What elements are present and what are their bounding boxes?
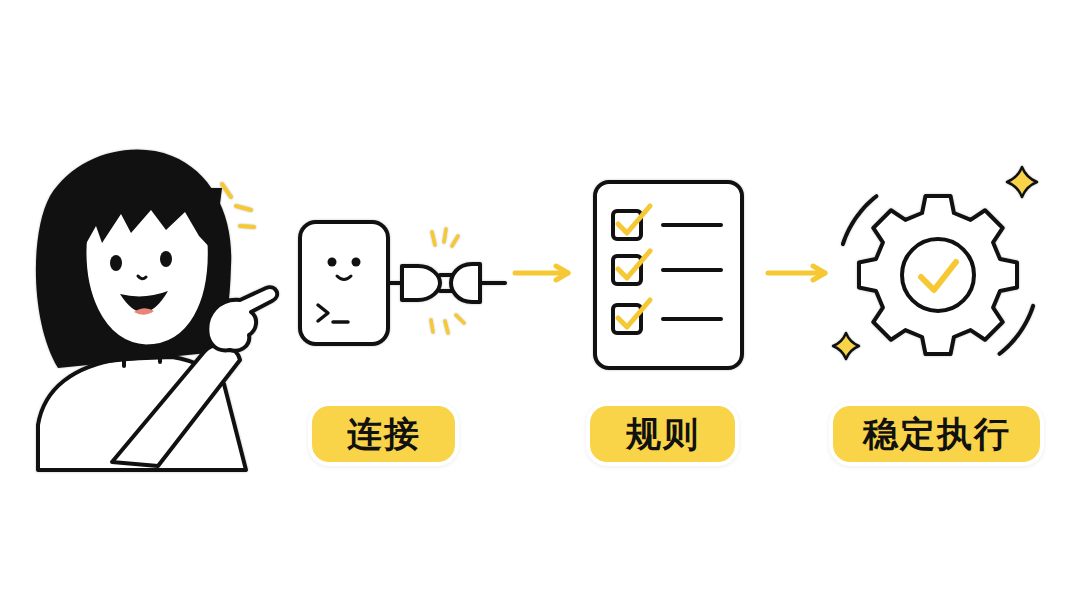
gear — [859, 196, 1017, 354]
cord — [388, 281, 402, 285]
sparkle-star — [1007, 167, 1037, 197]
checklist-rows — [613, 206, 721, 333]
rules-icon — [595, 182, 742, 368]
sparkle-star — [833, 333, 859, 359]
text-line — [663, 317, 721, 321]
check-mark — [921, 262, 956, 290]
spark-lines — [431, 229, 464, 333]
tongue — [134, 308, 154, 315]
connect-icon — [300, 222, 505, 344]
execute-icon — [833, 167, 1037, 359]
text-line — [663, 268, 721, 272]
check-mark — [618, 206, 650, 233]
flow-arrow — [515, 271, 568, 276]
plug — [451, 264, 480, 302]
device-eye — [328, 258, 337, 267]
checklist-sheet — [595, 182, 742, 368]
step-label: 规则 — [590, 406, 735, 462]
check-mark — [618, 251, 650, 278]
device — [300, 222, 388, 344]
check-mark — [618, 300, 650, 327]
nose — [138, 276, 146, 279]
hair — [36, 150, 231, 368]
cord — [480, 281, 505, 285]
step-node: 规则 — [568, 175, 768, 470]
motion-arc — [1000, 306, 1034, 354]
motion-arc — [843, 196, 877, 244]
text-line — [663, 223, 721, 227]
checklist-row — [613, 206, 721, 239]
sparkle-lines — [222, 184, 254, 227]
checklist-row — [613, 300, 721, 333]
step-label: 稳定执行 — [833, 406, 1040, 462]
checklist-row — [613, 251, 721, 284]
bangs — [78, 188, 222, 258]
plug-socket — [402, 266, 440, 300]
flow-arrow — [768, 271, 825, 276]
step-label: 连接 — [312, 406, 455, 462]
prompt-symbol — [318, 305, 348, 322]
eye — [110, 255, 122, 271]
device-eye — [352, 258, 361, 267]
gear-hub — [902, 239, 974, 311]
arm — [112, 345, 240, 466]
device-smile — [337, 276, 351, 280]
step-node: 稳定执行 — [825, 160, 1050, 470]
step-node: 连接 — [295, 175, 515, 470]
girl-illustration — [36, 150, 277, 470]
pointing-hand — [207, 287, 277, 350]
eye — [160, 251, 172, 267]
